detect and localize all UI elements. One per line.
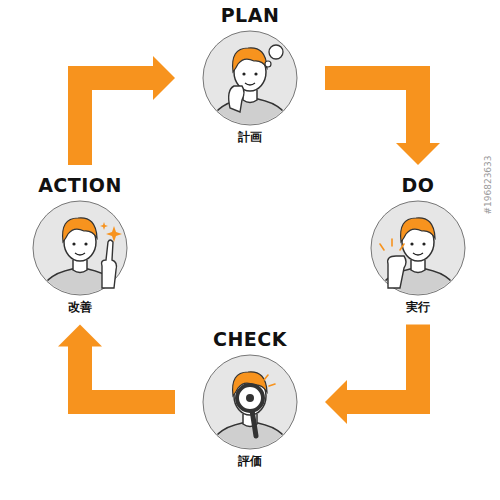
cycle-step: ACTION 改善: [15, 175, 145, 314]
check-figure: [203, 355, 297, 462]
step-heading: CHECK: [213, 329, 287, 350]
step-label: 改善: [68, 300, 92, 314]
step-label: 計画: [238, 130, 262, 144]
figure-space: [32, 200, 128, 296]
plan-figure: [203, 31, 297, 138]
cycle-arrow: [325, 324, 418, 424]
step-heading: ACTION: [38, 175, 122, 196]
step-label: 評価: [238, 454, 262, 468]
cycle-arrow: [80, 56, 175, 165]
do-figure: [371, 201, 465, 308]
action-figure: [33, 201, 127, 308]
figure-space: [202, 30, 298, 126]
cycle-arrow: [58, 324, 175, 402]
cycle-step: CHECK 評価: [185, 329, 315, 468]
step-heading: DO: [402, 175, 435, 196]
watermark: #196823633: [482, 155, 492, 214]
step-label: 実行: [406, 300, 430, 314]
figure-space: [370, 200, 466, 296]
cycle-arrow: [325, 78, 440, 165]
step-heading: PLAN: [221, 5, 280, 26]
cycle-step: PLAN 計画: [185, 5, 315, 144]
cycle-step: DO 実行: [353, 175, 483, 314]
figure-space: [202, 354, 298, 450]
